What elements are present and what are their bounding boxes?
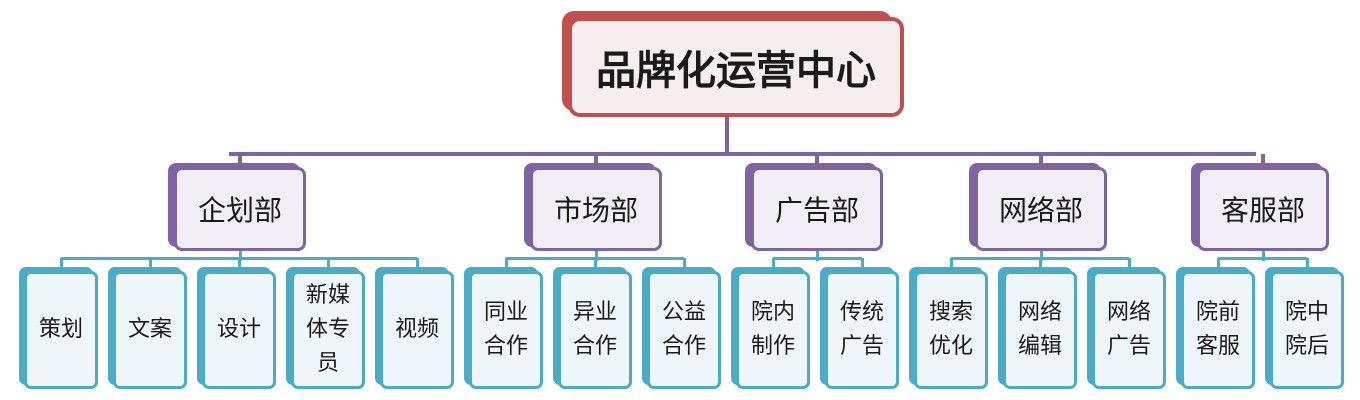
team-node: 公益 合作 <box>647 271 721 389</box>
team-node: 院前 客服 <box>1181 271 1255 389</box>
dept-stem <box>1261 249 1265 261</box>
dept-node-label: 企划部 <box>197 194 282 227</box>
team-node-label: 异业 合作 <box>572 299 617 359</box>
team-connector <box>593 258 597 272</box>
team-node-label: 设计 <box>216 316 261 342</box>
dept-node-label: 客服部 <box>1220 194 1305 227</box>
team-node-label: 传统 广告 <box>839 299 884 359</box>
team-connector <box>326 258 330 272</box>
team-node: 文案 <box>113 271 187 389</box>
dept-node: 广告部 <box>751 167 883 251</box>
team-connector <box>682 258 686 272</box>
team-node: 同业 合作 <box>469 271 543 389</box>
dept-connector <box>594 154 598 168</box>
dept-bus-line <box>229 152 1256 156</box>
team-connector <box>237 258 241 272</box>
dept-stem <box>238 249 242 261</box>
team-node: 传统 广告 <box>825 271 899 389</box>
team-connector <box>1127 258 1131 272</box>
team-node-label: 公益 合作 <box>661 299 706 359</box>
dept-stem <box>815 249 819 261</box>
team-connector <box>1038 258 1042 272</box>
dept-connector <box>815 154 819 168</box>
dept-node: 客服部 <box>1197 167 1329 251</box>
dept-node: 市场部 <box>530 167 662 251</box>
team-node: 策划 <box>24 271 98 389</box>
team-node-label: 策划 <box>38 316 83 342</box>
dept-connector <box>1039 154 1043 168</box>
team-node-label: 网络 广告 <box>1106 299 1151 359</box>
dept-stem <box>1039 249 1043 261</box>
team-bus-line <box>1218 257 1307 260</box>
team-node: 网络 编辑 <box>1003 271 1077 389</box>
team-node: 设计 <box>202 271 276 389</box>
team-node-label: 同业 合作 <box>483 299 528 359</box>
team-node-label: 搜索 优化 <box>928 299 973 359</box>
team-node: 院中 院后 <box>1270 271 1344 389</box>
team-connector <box>949 258 953 272</box>
team-node: 新媒 体专 员 <box>291 271 365 389</box>
team-node: 院内 制作 <box>736 271 810 389</box>
team-node-label: 网络 编辑 <box>1017 299 1062 359</box>
team-connector <box>771 258 775 272</box>
dept-node: 网络部 <box>975 167 1107 251</box>
team-connector <box>1216 258 1220 272</box>
dept-node-label: 市场部 <box>553 194 638 227</box>
team-connector <box>415 258 419 272</box>
team-connector <box>860 258 864 272</box>
root-connector <box>725 117 729 154</box>
root-node: 品牌化运营中心 <box>568 17 904 117</box>
dept-stem <box>594 249 598 261</box>
team-node: 网络 广告 <box>1092 271 1166 389</box>
team-node-label: 新媒 体专 员 <box>305 282 350 377</box>
dept-node: 企划部 <box>174 167 306 251</box>
team-node: 视频 <box>380 271 454 389</box>
dept-node-label: 广告部 <box>774 194 859 227</box>
team-node-label: 视频 <box>394 316 439 342</box>
team-connector <box>59 258 63 272</box>
team-bus-line <box>773 257 862 260</box>
team-node-label: 院内 制作 <box>750 299 795 359</box>
dept-node-label: 网络部 <box>998 194 1083 227</box>
dept-connector <box>1261 154 1265 168</box>
team-node-label: 院中 院后 <box>1284 299 1329 359</box>
team-node: 搜索 优化 <box>914 271 988 389</box>
team-connector <box>1305 258 1309 272</box>
dept-connector <box>238 154 242 168</box>
team-connector <box>504 258 508 272</box>
team-node-label: 院前 客服 <box>1195 299 1240 359</box>
root-node-label: 品牌化运营中心 <box>596 48 876 94</box>
team-node-label: 文案 <box>127 316 172 342</box>
team-node: 异业 合作 <box>558 271 632 389</box>
team-connector <box>148 258 152 272</box>
